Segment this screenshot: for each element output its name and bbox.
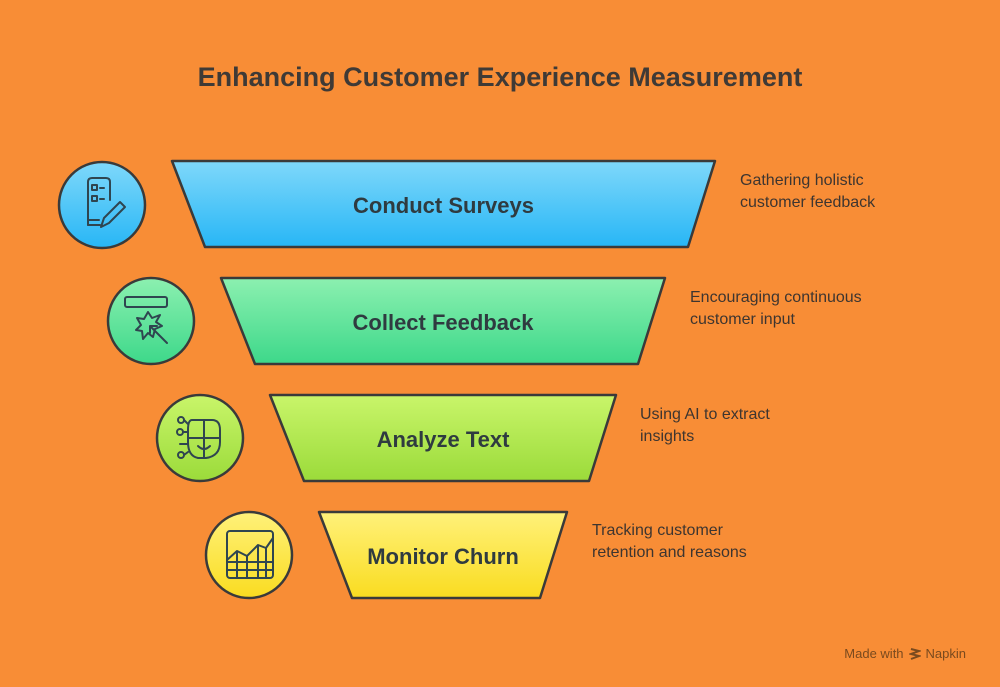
chart-grid-icon: [226, 530, 274, 579]
ai-face-icon: [176, 416, 221, 459]
step-description-2: Encouraging continuous customer input: [690, 289, 862, 328]
step-label-2: Collect Feedback: [352, 310, 534, 335]
funnel-segment-1: [170, 159, 717, 249]
napkin-watermark: Made with Napkin: [844, 646, 966, 661]
step-description-3: Using AI to extract insights: [640, 406, 770, 445]
diagram-title: Enhancing Customer Experience Measuremen…: [197, 62, 803, 92]
feedback-click-icon: [124, 296, 168, 344]
funnel-segment-3: [268, 393, 618, 483]
icon-circle-2: [106, 276, 196, 366]
step-label-1: Conduct Surveys: [353, 193, 534, 218]
funnel-segment-2: [219, 276, 667, 366]
funnel-segment-4: [317, 510, 569, 600]
made-with-text: Made with: [844, 646, 904, 661]
napkin-brand-text: Napkin: [925, 646, 966, 661]
step-label-3: Analyze Text: [376, 427, 510, 452]
icon-circle-1: [57, 160, 147, 250]
step-label-4: Monitor Churn: [367, 544, 519, 569]
step-description-4: Tracking customer retention and reasons: [592, 522, 747, 561]
napkin-logo-icon: [908, 647, 921, 660]
survey-clipboard-pencil-icon: [87, 177, 126, 228]
step-description-1: Gathering holistic customer feedback: [740, 172, 876, 211]
